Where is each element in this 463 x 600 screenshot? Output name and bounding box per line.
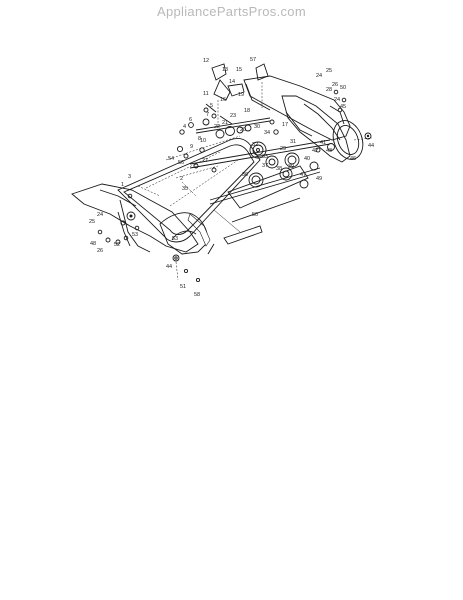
callout-label: 24	[316, 73, 322, 79]
callout-label: 52	[114, 242, 120, 248]
lower-belt	[213, 165, 309, 245]
callout-label: 25	[89, 219, 95, 225]
watermark-text: AppliancePartsPros.com	[157, 4, 306, 19]
callout-label: 19	[238, 92, 244, 98]
callout-label: 24	[97, 212, 103, 218]
callout-label: 15	[236, 67, 242, 73]
drive-belt	[117, 137, 261, 243]
callout-label: 40	[304, 156, 310, 162]
callout-label: 24	[334, 97, 340, 103]
callout-label: 30	[254, 124, 260, 130]
callout-label: 37	[262, 163, 268, 169]
callout-label: 6	[189, 117, 192, 123]
callout-label: 29	[280, 146, 286, 152]
callout-label: 25	[326, 68, 332, 74]
callout-label: 56	[178, 160, 184, 166]
right-side-plate	[281, 95, 351, 163]
callout-label: 20	[240, 127, 246, 133]
callout-label: 14	[229, 79, 235, 85]
callout-label: 57	[250, 57, 256, 63]
callout-label: 2	[180, 176, 183, 182]
callout-label: 41	[320, 140, 326, 146]
callout-label: 44	[166, 264, 172, 270]
callout-label: 1	[121, 182, 124, 188]
callout-label: 23	[230, 113, 236, 119]
callout-label: 28	[326, 87, 332, 93]
top-linkage	[205, 63, 269, 128]
callout-label: 11	[203, 91, 209, 97]
callout-label: 34	[264, 130, 270, 136]
left-side-plate	[71, 183, 199, 253]
callout-label: 51	[180, 284, 186, 290]
callout-label: 17	[282, 122, 288, 128]
callout-label: 35	[182, 186, 188, 192]
callout-label: 46	[350, 156, 356, 162]
lower-belt-guard	[159, 212, 211, 255]
callout-label: 3	[128, 174, 131, 180]
callout-label: 50	[340, 85, 346, 91]
callout-label: 36	[242, 172, 248, 178]
callout-label: 38	[276, 166, 282, 172]
callout-label: 50	[252, 212, 258, 218]
callout-label: 26	[332, 82, 338, 88]
callout-label: 31	[290, 139, 296, 145]
callout-label: 10	[200, 138, 206, 144]
right-tine-disc	[332, 120, 372, 160]
callout-label: 27	[202, 158, 208, 164]
callout-label: 21	[222, 120, 228, 126]
callout-label: 13	[222, 67, 228, 73]
callout-label: 5	[210, 103, 213, 109]
gears	[202, 118, 319, 189]
callout-label: 33	[262, 154, 268, 160]
callout-label: 48	[90, 241, 96, 247]
callout-label: 47	[300, 172, 306, 178]
callout-label: 54	[168, 156, 174, 162]
leader-lines	[137, 137, 373, 281]
callout-label: 16	[220, 97, 226, 103]
callout-label: 9	[190, 144, 193, 150]
callout-label: 53	[132, 232, 138, 238]
callout-label: 32	[252, 142, 258, 148]
callout-label: 18	[244, 108, 250, 114]
callout-label: 49	[316, 176, 322, 182]
callout-label: 43	[326, 148, 332, 154]
callout-label: 8	[198, 136, 201, 142]
callout-label: 45	[340, 104, 346, 110]
hardware	[97, 89, 347, 283]
shafts	[165, 117, 331, 205]
callout-labels: 12 13 15 57 14 11 19 5 16 7 23 4 6 18 20…	[89, 57, 374, 298]
callout-label: 22	[214, 124, 220, 130]
callout-label: 4	[183, 124, 186, 130]
callout-label: 44	[368, 143, 374, 149]
callout-label: 7	[206, 112, 209, 118]
callout-label: 58	[194, 292, 200, 298]
callout-label: 39	[288, 164, 294, 170]
callout-label: 53	[172, 236, 178, 242]
callout-label: 42	[312, 148, 318, 154]
callout-label: 26	[97, 248, 103, 254]
callout-label: 12	[203, 58, 209, 64]
